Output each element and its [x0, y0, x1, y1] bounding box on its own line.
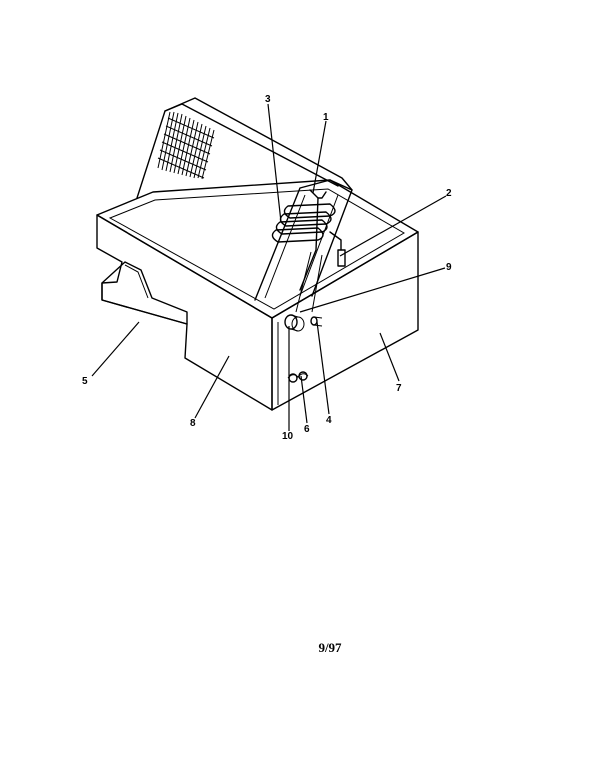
callout-labels: 1 2 3 4 5 6 7 8 9 10: [82, 94, 452, 442]
callout-6: 6: [304, 424, 310, 435]
suction-fitting: [284, 314, 298, 330]
leader-lines: [91, 103, 447, 431]
expansion-device: [337, 249, 346, 267]
liquid-fitting: [310, 316, 318, 326]
casing-right-panel: [271, 231, 419, 411]
distributor: [309, 189, 327, 199]
callout-10: 10: [282, 431, 294, 442]
callout-3: 3: [265, 94, 271, 105]
cabinet: [96, 179, 419, 411]
callout-8: 8: [190, 418, 196, 429]
callout-4: 4: [326, 415, 332, 426]
evaporator-coil: [136, 97, 353, 313]
callout-2: 2: [446, 188, 452, 199]
callout-7: 7: [396, 383, 402, 394]
callout-5: 5: [82, 376, 88, 387]
fittings: [284, 314, 323, 383]
coil-fins: [157, 111, 215, 180]
drain-pan: [101, 261, 188, 325]
return-bends: [271, 227, 324, 243]
casing-left-panel: [96, 214, 273, 411]
date-code: 9/97: [318, 640, 342, 655]
callout-9: 9: [446, 262, 452, 273]
callout-1: 1: [323, 112, 329, 123]
